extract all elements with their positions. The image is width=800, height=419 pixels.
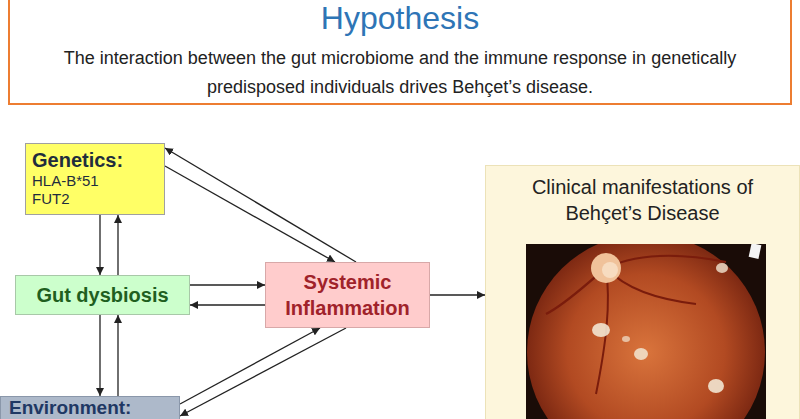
connector-arrow (190, 304, 265, 305)
node-heading: Hypothesis (321, 0, 479, 36)
connector-arrow (430, 294, 485, 295)
node-body: The interaction between the gut microbio… (50, 44, 750, 102)
node-heading: Genetics: (32, 148, 158, 172)
genetics-box: Genetics:HLA-B*51 FUT2 (25, 143, 165, 215)
hypothesis-box: HypothesisThe interaction between the gu… (8, 0, 792, 105)
connector-arrow (180, 328, 346, 416)
node-body: HLA-B*51 FUT2 (32, 172, 110, 208)
connector-arrow (165, 148, 356, 262)
node-heading: Gut dysbiosis (36, 283, 168, 307)
connector-arrow (190, 284, 265, 285)
connector-arrow (180, 328, 320, 404)
connector-arrow (117, 315, 118, 396)
fundus-photo (526, 244, 766, 419)
environment-box: Environment: (0, 396, 180, 419)
node-heading: Systemic Inflammation (272, 269, 423, 321)
dysbiosis-box: Gut dysbiosis (15, 275, 190, 315)
node-heading: Clinical manifestations of Behçet’s Dise… (508, 174, 778, 226)
clinical-panel: Clinical manifestations of Behçet’s Dise… (485, 165, 800, 419)
node-heading: Environment: (9, 397, 171, 418)
connector-arrow (99, 215, 100, 275)
connector-arrow (165, 166, 335, 262)
connector-arrow (99, 315, 100, 396)
connector-arrow (117, 215, 118, 275)
inflammation-box: Systemic Inflammation (265, 262, 430, 328)
